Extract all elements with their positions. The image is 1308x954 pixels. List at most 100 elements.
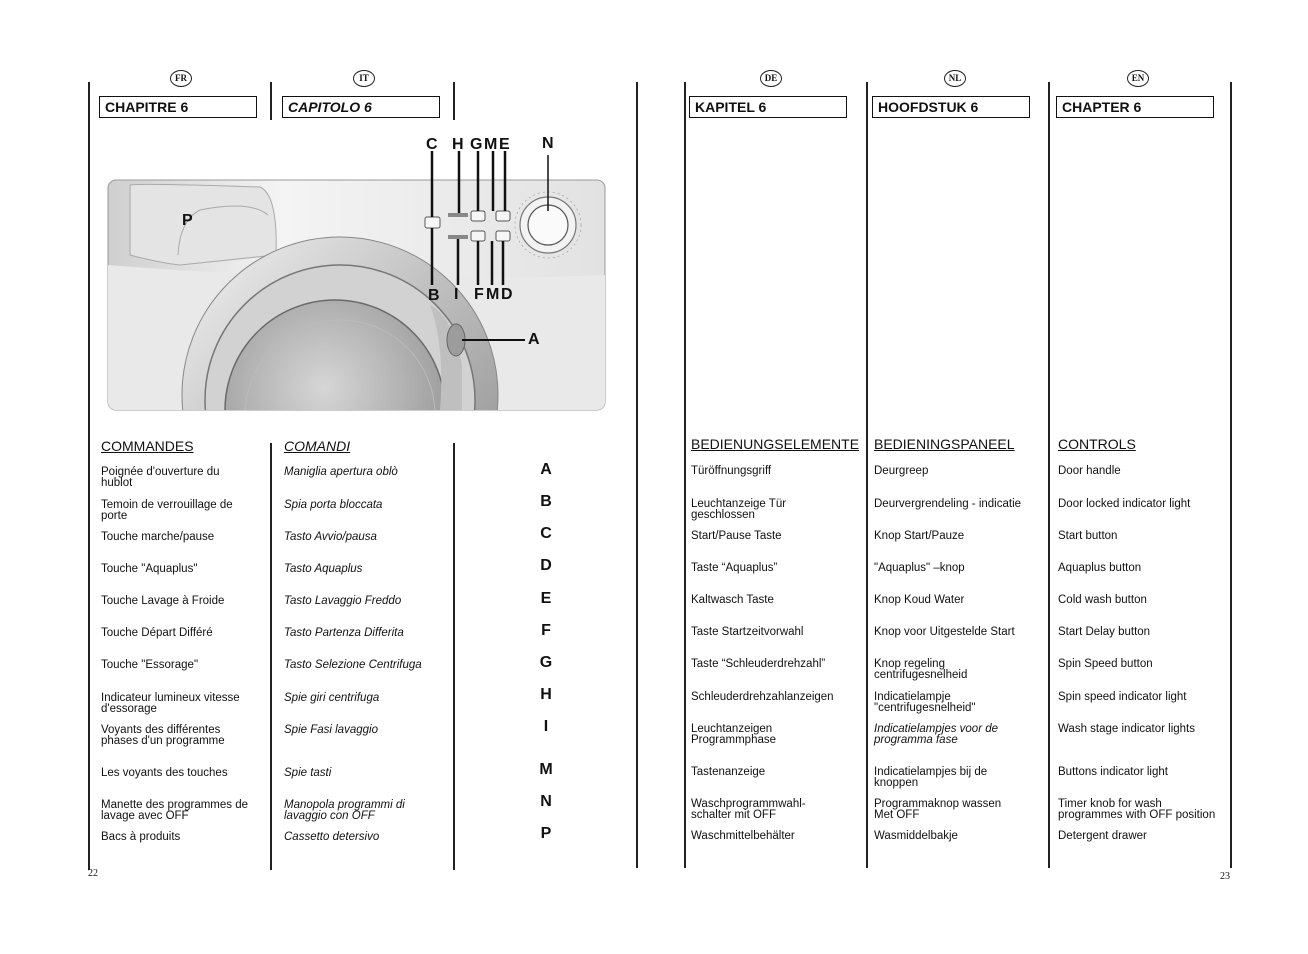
item-it-p: Cassetto detersivo [284, 831, 380, 843]
item-nl-n: Programmaknop wassen Met OFF [874, 798, 1002, 821]
item-de-f: Taste Startzeitvorwahl [691, 626, 804, 638]
chapter-de: KAPITEL 6 [689, 96, 847, 118]
key-letter-a: A [540, 461, 552, 478]
chapter-en: CHAPTER 6 [1056, 96, 1214, 118]
rule-fr-it-top [270, 82, 272, 120]
item-nl-e: Knop Koud Water [874, 594, 965, 606]
callout-n: N [542, 135, 554, 152]
item-en-b: Door locked indicator light [1058, 498, 1191, 510]
callout-h: H [452, 136, 464, 153]
item-en-e: Cold wash button [1058, 594, 1147, 606]
item-de-b: Leuchtanzeige Tür geschlossen [691, 498, 787, 521]
item-en-n: Timer knob for wash programmes with OFF … [1058, 798, 1216, 821]
rule-fr-it [270, 443, 272, 870]
item-fr-f: Touche Départ Différé [101, 627, 213, 639]
rule-de-left [684, 82, 686, 868]
item-it-g: Tasto Selezione Centrifuga [284, 659, 422, 671]
item-de-m: Tastenanzeige [691, 766, 766, 778]
section-fr: COMMANDES [101, 438, 194, 454]
item-it-m: Spie tasti [284, 767, 332, 779]
item-nl-h: Indicatielampje "centrifugesnelheid" [874, 691, 976, 714]
item-fr-d: Touche "Aquaplus" [101, 563, 198, 575]
item-nl-b: Deurvergrendeling - indicatie [874, 498, 1022, 510]
item-fr-n: Manette des programmes de lavage avec OF… [101, 799, 249, 822]
item-it-b: Spia porta bloccata [284, 499, 383, 511]
item-de-h: Schleuderdrehzahlanzeigen [691, 691, 834, 703]
section-it: COMANDI [284, 438, 351, 454]
callout-a: A [528, 331, 540, 348]
section-en: CONTROLS [1058, 436, 1136, 452]
key-letter-g: G [539, 654, 553, 671]
item-it-a: Maniglia apertura oblò [284, 466, 398, 478]
key-letter-d: D [540, 557, 552, 574]
rule-center [636, 82, 638, 868]
item-fr-g: Touche "Essorage" [101, 659, 199, 671]
key-letter-h: H [540, 686, 552, 703]
rule-right-margin [1230, 82, 1232, 868]
item-fr-m: Les voyants des touches [101, 767, 228, 779]
item-de-e: Kaltwasch Taste [691, 594, 774, 606]
badge-de: DE [760, 70, 782, 87]
rule-left-margin [88, 82, 90, 870]
item-de-i: Leuchtanzeigen Programmphase [691, 723, 777, 746]
item-en-d: Aquaplus button [1058, 562, 1142, 574]
badge-en: EN [1127, 70, 1149, 87]
item-nl-p: Wasmiddelbakje [874, 830, 958, 842]
item-it-c: Tasto Avvio/pausa [284, 531, 377, 543]
key-letter-b: B [540, 493, 552, 510]
rule-it-letters-top [453, 82, 455, 120]
rule-it-letters [453, 443, 455, 870]
callout-g: G [470, 136, 482, 153]
callout-b: B [428, 287, 440, 304]
key-letter-p: P [540, 825, 552, 842]
item-fr-a: Poignée d'ouverture du hublot [101, 466, 220, 489]
rule-nl-en [1048, 82, 1050, 868]
item-fr-p: Bacs à produits [101, 831, 181, 843]
callout-d: D [501, 286, 513, 303]
item-fr-h: Indicateur lumineux vitesse d'essorage [101, 692, 240, 715]
item-de-n: Waschprogrammwahl- schalter mit OFF [691, 798, 806, 821]
item-it-f: Tasto Partenza Differita [284, 627, 404, 639]
key-letter-f: F [541, 622, 551, 639]
badge-fr: FR [170, 70, 192, 87]
item-it-e: Tasto Lavaggio Freddo [284, 595, 402, 607]
item-de-c: Start/Pause Taste [691, 530, 782, 542]
page-number-left: 22 [88, 868, 98, 879]
chapter-it: CAPITOLO 6 [282, 96, 440, 118]
page-number-right: 23 [1220, 871, 1230, 882]
item-nl-d: "Aquaplus" –knop [874, 562, 965, 574]
item-en-f: Start Delay button [1058, 626, 1151, 638]
callout-i: I [454, 286, 458, 303]
section-nl: BEDIENINGSPANEEL [874, 436, 1015, 452]
item-fr-i: Voyants des différentes phases d'un prog… [101, 724, 225, 747]
item-de-a: Türöffnungsgriff [691, 465, 772, 477]
item-it-h: Spie giri centrifuga [284, 692, 380, 704]
key-letter-n: N [540, 793, 552, 810]
washing-machine-illustration: C H G M E N B I F M D A P [107, 135, 606, 411]
callout-m-top: M [484, 136, 497, 153]
item-nl-a: Deurgreep [874, 465, 929, 477]
item-nl-g: Knop regeling centrifugesnelheid [874, 658, 968, 681]
item-en-g: Spin Speed button [1058, 658, 1153, 670]
item-en-c: Start button [1058, 530, 1118, 542]
item-fr-e: Touche Lavage à Froide [101, 595, 225, 607]
key-letter-e: E [540, 590, 552, 607]
item-de-d: Taste “Aquaplus” [691, 562, 778, 574]
item-fr-b: Temoin de verrouillage de porte [101, 499, 233, 522]
callout-e: E [499, 136, 510, 153]
item-nl-f: Knop voor Uitgestelde Start [874, 626, 1015, 638]
item-fr-c: Touche marche/pause [101, 531, 215, 543]
key-letter-m: M [539, 761, 553, 778]
item-en-h: Spin speed indicator light [1058, 691, 1187, 703]
item-de-p: Waschmittelbehälter [691, 830, 795, 842]
callout-c: C [426, 136, 438, 153]
badge-nl: NL [944, 70, 966, 87]
item-it-d: Tasto Aquaplus [284, 563, 363, 575]
item-nl-i: Indicatielampjes voor de programma fase [874, 723, 999, 746]
item-en-p: Detergent drawer [1058, 830, 1147, 842]
badge-it: IT [353, 70, 375, 87]
key-letter-c: C [540, 525, 552, 542]
callout-p: P [182, 212, 193, 229]
item-en-a: Door handle [1058, 465, 1121, 477]
chapter-fr: CHAPITRE 6 [99, 96, 257, 118]
